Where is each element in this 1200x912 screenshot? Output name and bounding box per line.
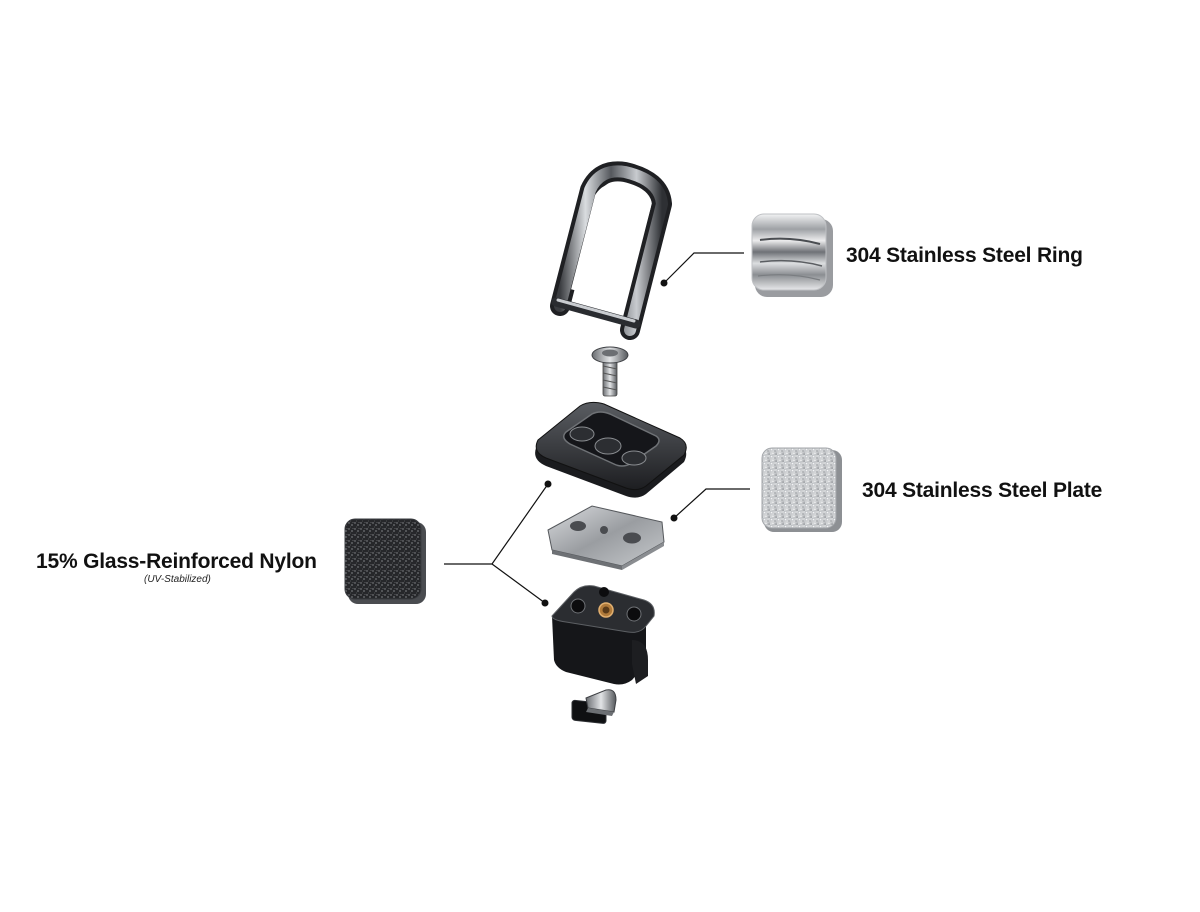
nylon-material-label: 15% Glass-Reinforced Nylon [36, 550, 317, 573]
steel-plate-swatch-icon [761, 447, 842, 532]
ring-material-label: 304 Stainless Steel Ring [846, 244, 1083, 267]
plate-material-label: 304 Stainless Steel Plate [862, 479, 1103, 502]
steel-plate [547, 505, 665, 570]
steel-ring-swatch-icon [751, 213, 833, 297]
screw [591, 346, 629, 397]
leader-line-plate [670, 488, 750, 522]
nylon-swatch-icon [344, 518, 426, 604]
leader-line-nylon [444, 480, 552, 607]
nylon-base [551, 585, 655, 724]
steel-ring [550, 161, 672, 340]
nylon-material-sublabel: (UV-Stabilized) [144, 574, 211, 585]
small-clip [585, 689, 617, 716]
leader-line-ring [660, 252, 744, 287]
top-cover [535, 401, 687, 498]
